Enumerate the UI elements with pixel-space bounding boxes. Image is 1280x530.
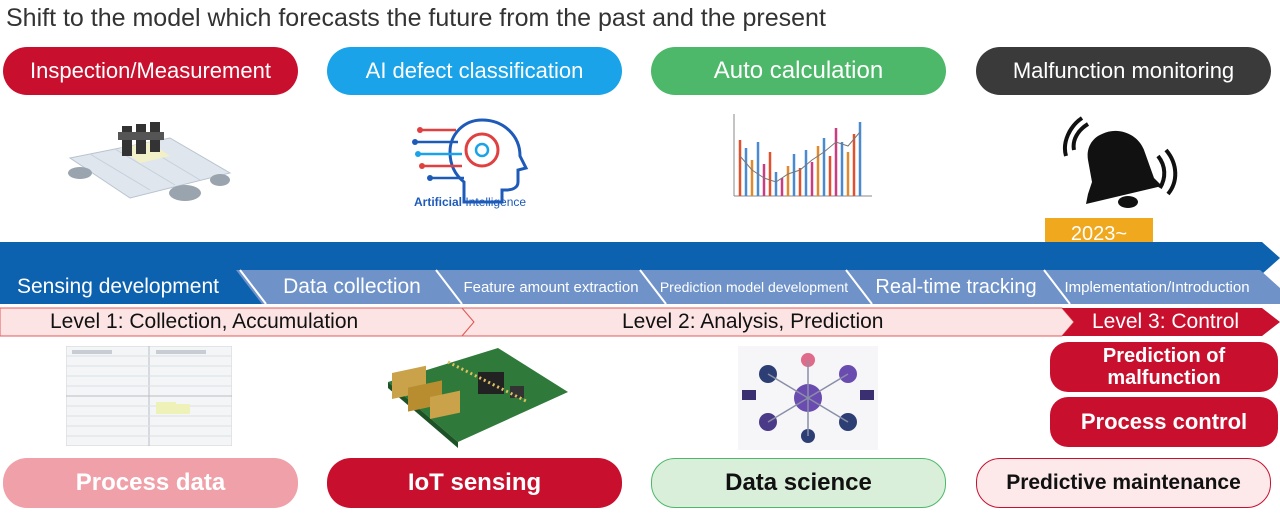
inspection-measurement-pill: Inspection/Measurement	[3, 47, 298, 95]
bar-chart-icon	[733, 114, 872, 197]
auto-calculation-label: Auto calculation	[713, 57, 884, 84]
data-science-label: Data science	[725, 469, 872, 496]
process-data-label: Process data	[75, 469, 226, 496]
level-2-label: Level 2: Analysis, Prediction	[622, 310, 884, 333]
ai-defect-classification-label: AI defect classification	[365, 58, 584, 83]
level-3-label: Level 3: Control	[1092, 310, 1240, 333]
prediction-of-malfunction-label: Prediction of malfunction	[1102, 345, 1226, 389]
conveyor-machine-icon	[68, 122, 232, 201]
process-data-pill: Process data	[3, 458, 298, 508]
stage-3-shape	[436, 270, 666, 304]
predictive-maintenance-label: Predictive maintenance	[1006, 471, 1241, 494]
iot-sensing-label: IoT sensing	[407, 469, 542, 496]
ai-head-icon	[412, 118, 529, 204]
process-data-spreadsheet-icon	[66, 346, 232, 446]
auto-calculation-pill: Auto calculation	[651, 47, 946, 95]
iot-board-icon	[388, 348, 568, 448]
stage-5-shape	[846, 270, 1070, 304]
timeline-arrow	[0, 242, 1280, 274]
data-science-diagram-icon	[738, 346, 878, 450]
timeline-graphic	[0, 242, 1280, 337]
alarm-bell-icon	[1063, 116, 1178, 208]
malfunction-monitoring-label: Malfunction monitoring	[1012, 58, 1235, 83]
stage-real-time-tracking: Real-time tracking	[875, 275, 1037, 298]
iot-sensing-pill: IoT sensing	[327, 458, 622, 508]
predictive-maintenance-pill: Predictive maintenance	[976, 458, 1271, 508]
process-control-label: Process control	[1080, 409, 1248, 434]
inspection-measurement-label: Inspection/Measurement	[30, 58, 271, 83]
stage-data-collection: Data collection	[283, 275, 421, 298]
page-title: Shift to the model which forecasts the f…	[6, 4, 826, 32]
stage-1-shape	[0, 270, 266, 304]
stage-4-shape	[640, 270, 872, 304]
stage-2-shape	[236, 270, 462, 304]
stage-feature-amount-extraction: Feature amount extraction	[463, 278, 639, 296]
ai-defect-classification-pill: AI defect classification	[327, 47, 622, 95]
level-1-label: Level 1: Collection, Accumulation	[50, 310, 359, 333]
ai-logo-text: Artificial Intelligence	[414, 195, 526, 209]
stage-6-shape	[1044, 270, 1280, 304]
prediction-of-malfunction-pill: Prediction of malfunction	[1050, 342, 1278, 392]
process-control-pill: Process control	[1050, 397, 1278, 447]
stage-prediction-model-development: Prediction model development	[659, 279, 849, 295]
data-science-pill: Data science	[651, 458, 946, 508]
ai-logo-word-intelligence: Intelligence	[465, 195, 527, 209]
level-3-shape	[1062, 308, 1280, 336]
stage-implementation-introduction: Implementation/Introduction	[1064, 278, 1250, 296]
malfunction-monitoring-pill: Malfunction monitoring	[976, 47, 1271, 95]
stage-sensing-development: Sensing development	[17, 275, 219, 298]
ai-logo-word-artificial: Artificial	[414, 195, 463, 209]
year-tag-label: 2023~	[1070, 222, 1128, 245]
